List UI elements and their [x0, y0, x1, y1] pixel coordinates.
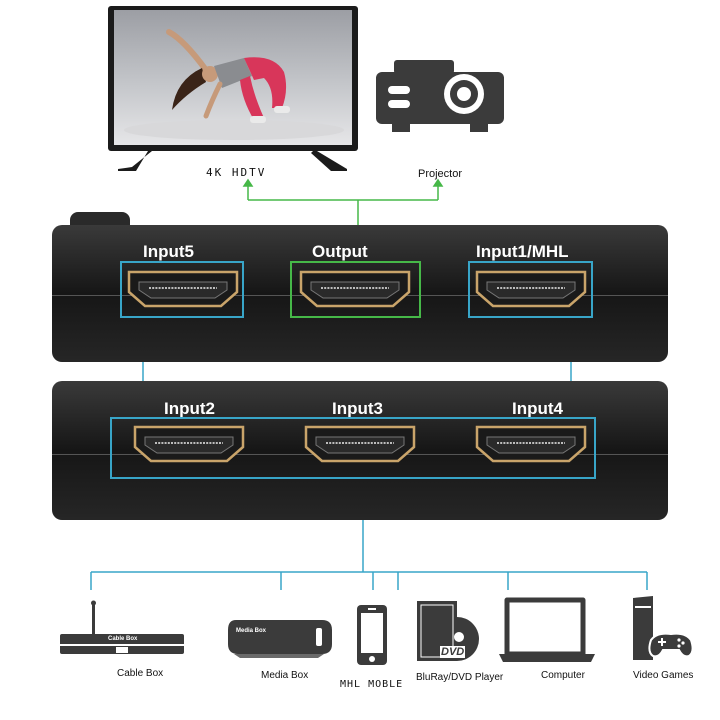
hdmi-port-input3[interactable]: [304, 425, 416, 463]
port-label-input5: Input5: [143, 242, 194, 261]
projector-icon: [376, 60, 504, 132]
output-highlight: [290, 261, 421, 318]
inputs-2-4-highlight: [110, 417, 596, 479]
media-box-icon: [228, 620, 332, 658]
computer-label: Computer: [541, 670, 585, 681]
tv-stand-left: [118, 151, 152, 171]
port-label-output: Output: [312, 242, 368, 261]
hdmi-port-input2[interactable]: [133, 425, 245, 463]
switch-cap: [70, 212, 130, 226]
dancer-image: [124, 29, 344, 140]
laptop-icon: [499, 597, 595, 662]
media-box-label: Media Box: [261, 670, 309, 681]
port-label-input4: Input4: [512, 399, 563, 418]
hdmi-port-input4[interactable]: [475, 425, 587, 463]
hdmi-port-input5[interactable]: [127, 270, 239, 308]
hdtv-label: 4K HDTV: [206, 166, 267, 179]
mobile-label: MHL MOBLE: [340, 679, 404, 690]
bluray-label: BluRay/DVD Player: [416, 672, 504, 683]
game-console-icon: [633, 596, 694, 660]
input1-highlight: [468, 261, 593, 318]
port-label-input3: Input3: [332, 399, 383, 418]
hdmi-port-output[interactable]: [299, 270, 411, 308]
dvd-disc-text: DVD: [440, 646, 466, 658]
port-label-input2: Input2: [164, 399, 215, 418]
hdtv-screen: [114, 10, 352, 145]
video-games-label: Video Games: [633, 670, 694, 681]
cable-box-icon: [60, 600, 184, 654]
tv-stand-right: [311, 151, 347, 171]
cable-box-screen-text: Cable Box: [108, 636, 138, 642]
hdmi-port-input1[interactable]: [475, 270, 587, 308]
mobile-phone-icon: [357, 605, 387, 665]
media-box-screen-text: Media Box: [236, 628, 267, 634]
projector-label: Projector: [418, 168, 463, 180]
port-label-input1: Input1/MHL: [476, 242, 569, 261]
cable-box-label: Cable Box: [117, 668, 164, 679]
input5-highlight: [120, 261, 244, 318]
